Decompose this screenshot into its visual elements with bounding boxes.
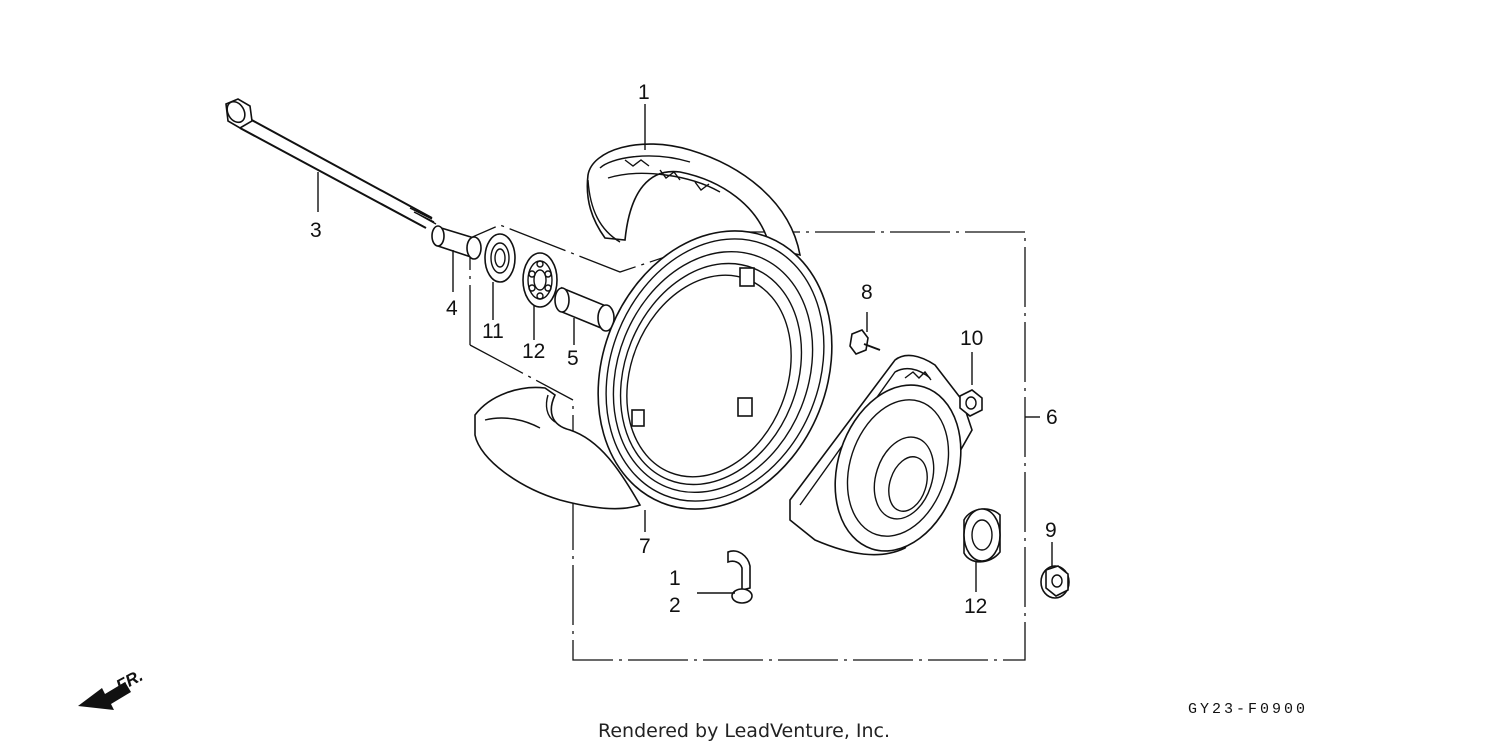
bearing-right[interactable]: [963, 508, 1001, 592]
collar-left[interactable]: [431, 225, 482, 260]
flange-nut[interactable]: [1040, 542, 1070, 599]
callout-valve-upper: 1: [669, 567, 681, 590]
callout-collar-left: 4: [446, 297, 458, 320]
callout-axle: 3: [310, 219, 322, 242]
bolt[interactable]: [849, 312, 881, 355]
front-direction-arrow: FR.: [78, 666, 146, 710]
callout-bearing-right: 12: [964, 595, 987, 618]
callout-bolt: 8: [861, 281, 873, 304]
callout-oil-seal: 11: [482, 320, 504, 343]
callout-rim: 7: [639, 535, 651, 558]
oil-seal[interactable]: [484, 233, 516, 283]
callout-valve-lower: 2: [669, 594, 681, 617]
assembly-bracket: [469, 224, 1040, 661]
wheel-hub[interactable]: [789, 354, 981, 567]
callout-bearing-left: 12: [522, 340, 545, 363]
nut[interactable]: [959, 352, 983, 417]
tire-upper[interactable]: [586, 143, 802, 257]
bearing-left[interactable]: [522, 252, 558, 308]
callout-nut: 10: [960, 327, 983, 350]
tire-lower[interactable]: [474, 386, 642, 510]
axle-bolt[interactable]: [224, 98, 437, 229]
callout-wheel-assembly: 6: [1046, 406, 1058, 429]
diagram-code: GY23-F0900: [1188, 701, 1308, 718]
callout-labels: 1 3 4 11 12 5 8 10 6 7 9 1 2 12: [310, 81, 1058, 618]
callout-tire: 1: [638, 81, 650, 104]
leader-lines: [317, 104, 646, 532]
credit-text: Rendered by LeadVenture, Inc.: [598, 720, 890, 742]
rim[interactable]: [558, 195, 873, 544]
collar-right[interactable]: [554, 286, 615, 332]
valve-stem[interactable]: [697, 550, 753, 604]
callout-collar-right: 5: [567, 347, 579, 370]
callout-flange-nut: 9: [1045, 519, 1057, 542]
